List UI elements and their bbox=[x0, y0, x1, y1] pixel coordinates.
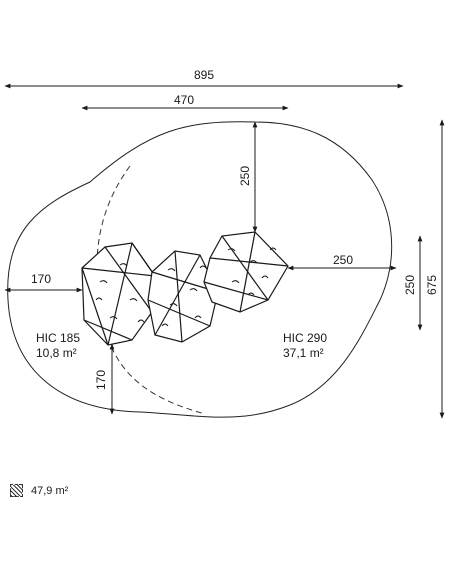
dim-top-clearance: 250 bbox=[238, 166, 252, 186]
hatched-square-icon bbox=[10, 484, 23, 497]
dim-total-width: 895 bbox=[194, 68, 214, 82]
dim-total-depth: 675 bbox=[425, 275, 439, 295]
zone-left-hic: HIC 185 bbox=[36, 331, 80, 345]
dim-right-clearance: 250 bbox=[333, 253, 353, 267]
legend: 47,9 m² bbox=[10, 484, 68, 497]
dim-left-clearance: 170 bbox=[31, 272, 51, 286]
climbing-domes bbox=[81, 231, 289, 346]
zone-right-hic: HIC 290 bbox=[283, 331, 327, 345]
zone-right-area: 37,1 m² bbox=[283, 346, 324, 360]
zone-left-area: 10,8 m² bbox=[36, 346, 77, 360]
dim-structure-width: 470 bbox=[174, 93, 194, 107]
dim-right-depth: 250 bbox=[403, 275, 417, 295]
dim-bottom-clearance: 170 bbox=[94, 370, 108, 390]
safety-zone-outline bbox=[7, 121, 393, 418]
legend-total-area: 47,9 m² bbox=[31, 484, 69, 497]
climbing-holds bbox=[95, 247, 277, 327]
